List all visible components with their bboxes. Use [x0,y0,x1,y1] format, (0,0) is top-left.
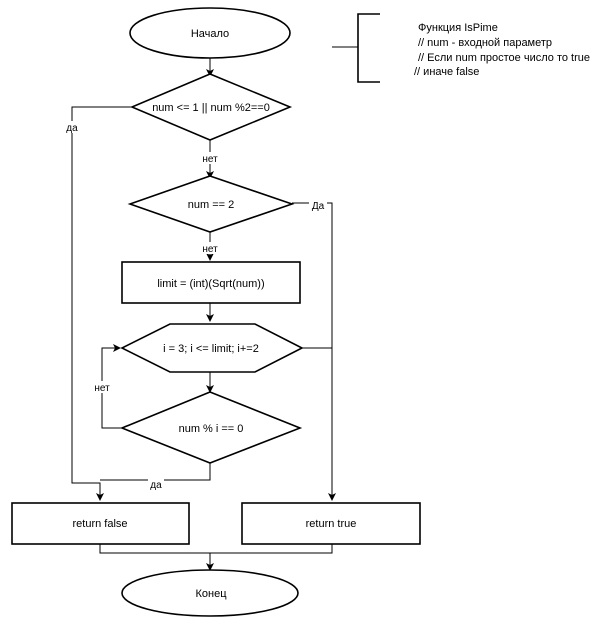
cond2-label: num == 2 [188,199,234,211]
start-node: Начало [129,7,291,59]
decision-cond2: num == 2 [127,175,295,233]
label-cond2-yes: Да [312,201,325,212]
end-label: Конец [195,588,227,600]
limit-label: limit = (int)(Sqrt(num)) [157,278,264,290]
return-true-label: return true [306,518,357,530]
edge-cond1-yes [71,106,132,501]
loop-label: i = 3; i <= limit; i+=2 [163,343,259,355]
comment-line-2: // num - входной параметр [418,37,552,49]
cond1-label: num <= 1 || num %2==0 [152,102,270,114]
decision-cond1: num <= 1 || num %2==0 [129,73,293,141]
comment-annotation: Функция IsPime // num - входной параметр… [332,13,590,83]
comment-line-1: Функция IsPime [418,22,498,34]
edge-true-end [210,544,333,554]
edge-cond2-yes [292,202,336,501]
edge-false-end [99,544,214,571]
terminal-return-false: return false [11,502,190,545]
end-node: Конец [121,569,299,617]
label-cond2-no: нет [202,244,218,255]
comment-line-3: // Если num простое число то true [418,52,590,64]
start-label: Начало [191,28,229,40]
process-limit: limit = (int)(Sqrt(num)) [121,261,301,304]
cond3-label: num % i == 0 [179,423,244,435]
return-false-label: return false [72,518,127,530]
edge-cond3-yes [100,463,211,481]
label-cond1-yes: да [66,123,78,134]
label-cond1-no: нет [202,154,218,165]
comment-line-4: // иначе false [414,66,479,78]
comment-bracket [357,13,380,83]
label-cond3-no: нет [94,383,110,394]
terminal-return-true: return true [241,502,421,545]
decision-cond3: num % i == 0 [119,391,303,464]
label-cond3-yes: да [150,480,162,491]
loop-node: i = 3; i <= limit; i+=2 [120,323,304,373]
edge-labels: да нет Да нет нет да [64,121,327,491]
